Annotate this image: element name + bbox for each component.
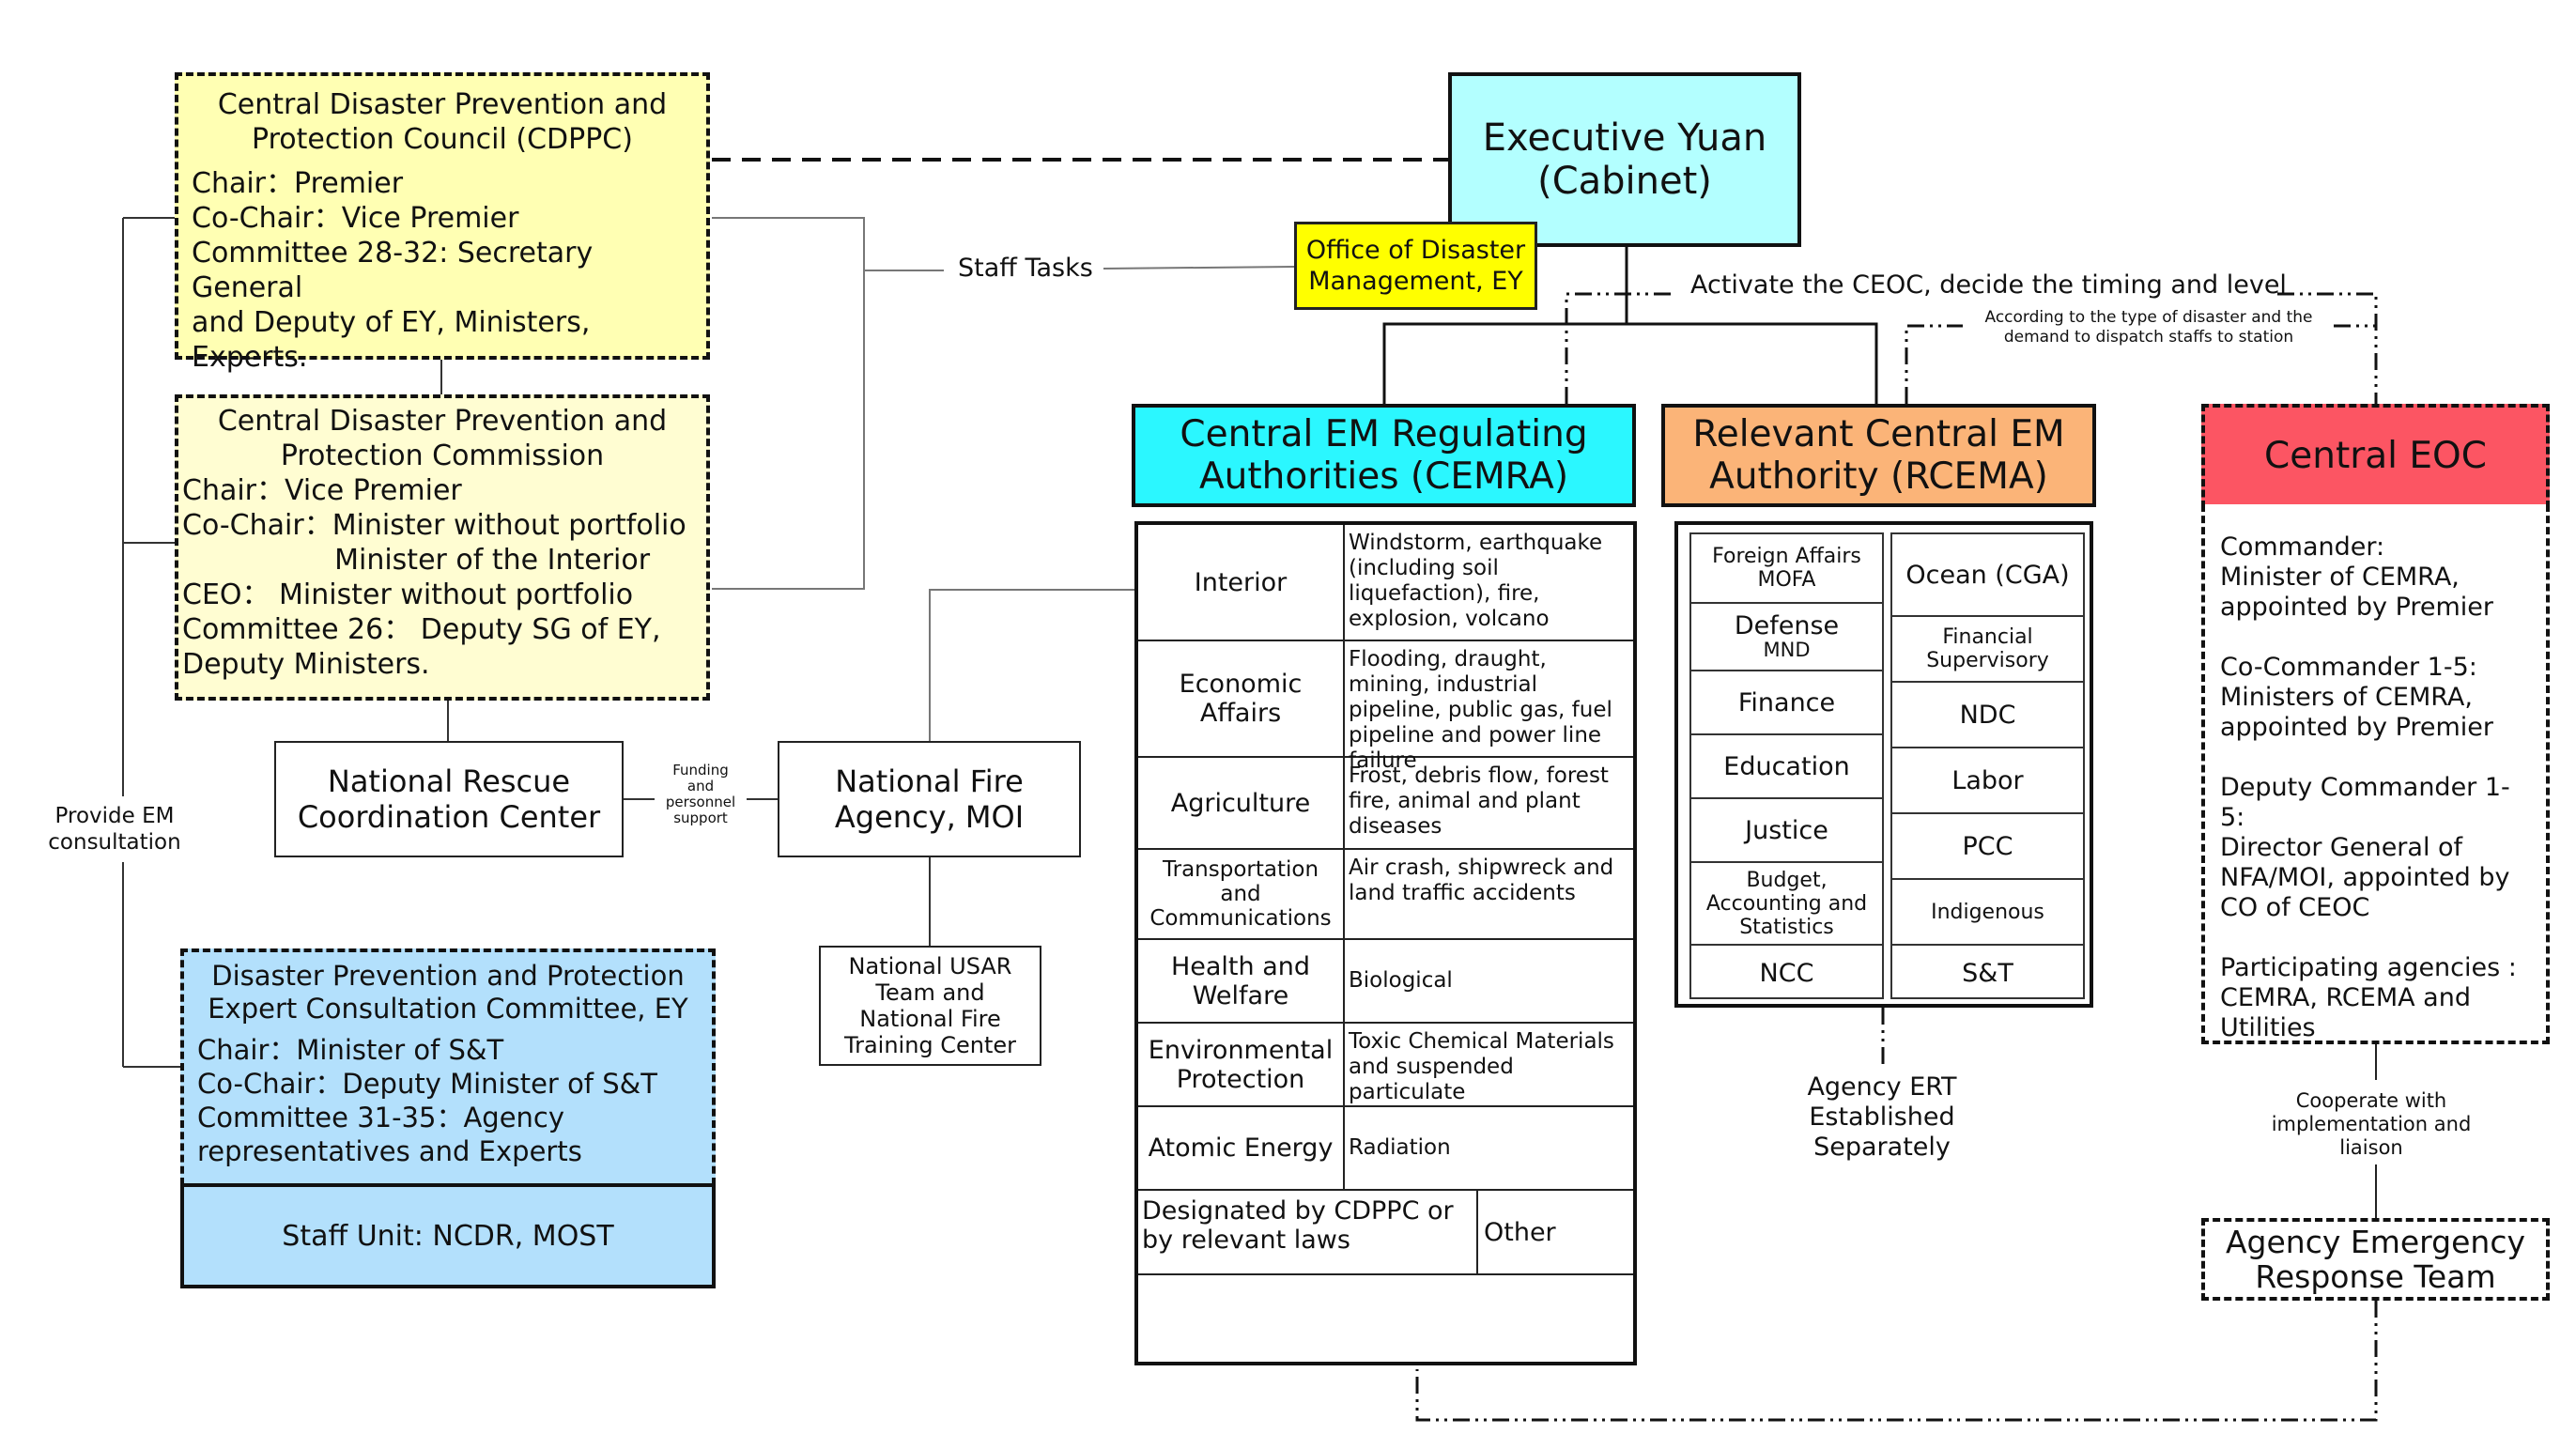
table-row[interactable]: Transportation and Communications Air cr… [1138, 850, 1633, 940]
table-row[interactable]: Economic Affairs Flooding, draught, mini… [1138, 641, 1633, 773]
table-row[interactable]: Interior Windstorm, earthquake (includin… [1138, 525, 1633, 641]
national-rescue-coordination-center-box[interactable]: National Rescue Coordination Center [274, 741, 624, 857]
rcema-header[interactable]: Relevant Central EM Authority (RCEMA) [1661, 404, 2096, 507]
cemra-disasters: Biological [1349, 968, 1453, 993]
dispatch-staff-link [1905, 324, 1963, 404]
eoc-co-commander: Co-Commander 1-5: Ministers of CEMRA, ap… [2220, 653, 2494, 742]
activate-ceoc-link [1565, 292, 1676, 404]
eoc-participating-agencies: Participating agencies : CEMRA, RCEMA an… [2220, 953, 2517, 1042]
staff-tasks-label: Staff Tasks [958, 254, 1093, 283]
central-eoc-header[interactable]: Central EOC [2201, 404, 2550, 508]
cemra-disasters: Toxic Chemical Materials and suspended p… [1349, 1029, 1614, 1104]
list-item[interactable]: Justice [1691, 799, 1882, 863]
list-item[interactable]: Labor [1892, 748, 2083, 814]
list-item[interactable]: Budget, Accounting and Statistics [1691, 863, 1882, 946]
cdppc-chair: Chair：Premier [192, 167, 404, 200]
cemra-header[interactable]: Central EM Regulating Authorities (CEMRA… [1132, 404, 1636, 507]
office-of-disaster-management-box[interactable]: Office of Disaster Management, EY [1294, 222, 1537, 310]
commission-chair: Chair：Vice Premier [182, 474, 462, 507]
cemra-disasters: Frost, debris flow, forest fire, animal … [1349, 763, 1609, 839]
cemra-disasters: Windstorm, earthquake (including soil li… [1349, 531, 1603, 631]
cemra-table: Interior Windstorm, earthquake (includin… [1134, 521, 1637, 1365]
staff-unit: Staff Unit: NCDR, MOST [180, 1183, 716, 1288]
commission-cochair-2: Minister of the Interior [182, 544, 651, 577]
commission-box[interactable]: Central Disaster Prevention and Protecti… [175, 394, 710, 701]
expert-committee-title: Disaster Prevention and Protection Exper… [208, 960, 688, 1025]
table-row[interactable]: Health and Welfare Biological [1138, 940, 1633, 1024]
table-row[interactable]: Environmental Protection Toxic Chemical … [1138, 1024, 1633, 1107]
national-fire-agency-box[interactable]: National Fire Agency, MOI [778, 741, 1081, 857]
eoc-commander: Commander: Minister of CEMRA, appointed … [2220, 532, 2494, 622]
cooperate-label: Cooperate with implementation and liaiso… [2244, 1089, 2498, 1160]
expert-chair: Chair：Minister of S&T [197, 1034, 504, 1066]
dispatch-staff-label: According to the type of disaster and th… [1984, 308, 2313, 347]
executive-yuan-box[interactable]: Executive Yuan (Cabinet) [1448, 72, 1801, 247]
cemra-agency: Economic Affairs [1138, 641, 1345, 756]
cemra-disasters: Air crash, shipwreck and land traffic ac… [1349, 856, 1614, 905]
list-item[interactable]: S&T [1962, 959, 2013, 988]
central-eoc-body: Commander: Minister of CEMRA, appointed … [2201, 504, 2550, 1044]
fire-interior-link [929, 589, 1134, 741]
cemra-other: Other [1484, 1217, 1556, 1247]
expert-committee: Committee 31-35：Agency [197, 1102, 565, 1133]
list-item[interactable]: Financial Supervisory [1892, 617, 2083, 683]
commission-committee: Committee 26： Deputy SG of EY, [182, 613, 661, 646]
cdppc-cochair: Co-Chair：Vice Premier [192, 202, 519, 235]
cemra-disasters: Radiation [1349, 1135, 1451, 1160]
expert-consultation-committee-box[interactable]: Disaster Prevention and Protection Exper… [180, 948, 716, 1288]
list-item[interactable]: Finance [1691, 671, 1882, 735]
expert-committee-cont: representatives and Experts [197, 1135, 582, 1167]
agency-emergency-response-team-box[interactable]: Agency Emergency Response Team [2201, 1218, 2550, 1301]
cdppc-box[interactable]: Central Disaster Prevention and Protecti… [175, 72, 710, 374]
table-row[interactable]: Atomic Energy Radiation [1138, 1107, 1633, 1191]
list-item[interactable]: Defense MND [1691, 604, 1882, 671]
cdppc-title: Central Disaster Prevention and Protecti… [217, 88, 668, 156]
list-item[interactable]: Indigenous [1892, 880, 2083, 946]
list-item[interactable]: Education [1691, 735, 1882, 799]
rcema-left-column: Foreign Affairs MOFA Defense MND Finance… [1689, 532, 1884, 999]
list-item[interactable]: Foreign Affairs MOFA [1691, 534, 1882, 604]
commission-cochair: Co-Chair：Minister without portfolio [182, 509, 686, 542]
agency-ert-label: Agency ERT Established Separately [1807, 1072, 1957, 1162]
eoc-deputy-commander: Deputy Commander 1-5: Director General o… [2220, 773, 2510, 922]
activate-ceoc-label: Activate the CEOC, decide the timing and… [1690, 270, 2287, 300]
staff-tasks-link-right [1103, 266, 1295, 270]
cemra-agency: Transportation and Communications [1138, 850, 1345, 938]
cemra-agency: Interior [1138, 525, 1345, 640]
commission-ceo: CEO： Minister without portfolio [182, 578, 634, 611]
expert-cochair: Co-Chair：Deputy Minister of S&T [197, 1068, 657, 1100]
commission-committee-cont: Deputy Ministers. [182, 648, 430, 681]
list-item[interactable]: Ocean (CGA) [1892, 534, 2083, 617]
cdppc-committee: Committee 28-32: Secretary General [192, 237, 594, 304]
list-item[interactable]: NCC [1759, 959, 1814, 988]
table-row[interactable]: Designated by CDPPC or by relevant laws … [1138, 1191, 1633, 1275]
national-usar-team-box[interactable]: National USAR Team and National Fire Tra… [819, 946, 1041, 1066]
cemra-agency: Atomic Energy [1138, 1107, 1345, 1189]
ey-tree [1382, 322, 1878, 404]
cdppc-committee-cont: and Deputy of EY, Ministers, Experts. [192, 306, 591, 374]
list-item[interactable]: PCC [1892, 814, 2083, 880]
table-row[interactable]: Agriculture Frost, debris flow, forest f… [1138, 758, 1633, 850]
expert-committee-details: Disaster Prevention and Protection Exper… [180, 948, 716, 1185]
cemra-agency: Health and Welfare [1138, 940, 1345, 1022]
cemra-agency: Agriculture [1138, 758, 1345, 848]
cemra-agency: Environmental Protection [1138, 1024, 1345, 1105]
rcema-right-column: Ocean (CGA) Financial Supervisory NDC La… [1890, 532, 2085, 999]
staff-tasks-bracket [712, 217, 865, 590]
cemra-disasters: Flooding, draught, mining, industrial pi… [1349, 647, 1612, 773]
cemra-designated: Designated by CDPPC or by relevant laws [1138, 1191, 1478, 1273]
provide-em-consultation-label: Provide EM consultation [39, 803, 190, 856]
rcema-table: Foreign Affairs MOFA Defense MND Finance… [1674, 521, 2093, 1008]
commission-title: Central Disaster Prevention and Protecti… [217, 405, 668, 472]
funding-support-label: Funding and personnel support [665, 762, 736, 826]
list-item[interactable]: NDC [1892, 683, 2083, 748]
